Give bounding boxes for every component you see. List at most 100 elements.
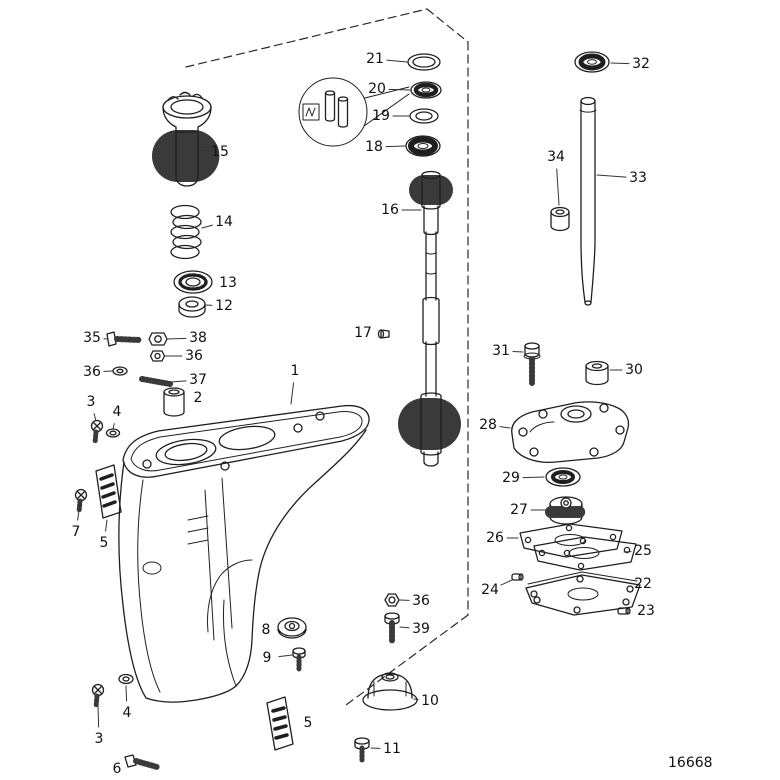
callout-label: 3 (95, 731, 104, 747)
callout-leader-line (500, 579, 513, 586)
callout-leader-line (97, 705, 100, 728)
callout-label: 19 (372, 108, 390, 124)
callout-label: 37 (189, 372, 207, 388)
part-23-dowel-pin (617, 607, 631, 615)
callout-label: 26 (486, 530, 504, 546)
callout-label: 36 (185, 348, 203, 364)
part-28-pump-housing (511, 401, 630, 464)
part-6-bolt (124, 754, 160, 770)
part-38-nut (148, 332, 168, 346)
part-20-oil-seal (410, 81, 442, 99)
part-7-screw (74, 488, 88, 515)
part-33-water-tube (579, 96, 597, 306)
callout-label: 7 (72, 524, 81, 540)
part-25-face-plate (533, 536, 637, 571)
callout-label: 25 (634, 543, 652, 559)
callout-leader-line (112, 423, 115, 430)
callout-label: 17 (354, 325, 372, 341)
callout-label: 18 (365, 139, 383, 155)
part-19-washer (409, 108, 439, 124)
callout-label: 15 (211, 144, 229, 160)
part-5-vent-plate (95, 464, 122, 519)
part-3-screw-lower (91, 683, 105, 710)
needle-bearing-inset (298, 77, 410, 147)
part-16-driveshaft (398, 170, 464, 467)
callout-leader-line (610, 62, 630, 65)
callout-leader-line (596, 174, 627, 178)
part-13-bearing (173, 270, 213, 294)
part-37-stud (139, 376, 173, 387)
part-5-vent-plate-lower (266, 696, 294, 751)
part-17-pin (377, 329, 390, 339)
needle-bearing-symbol (302, 103, 320, 121)
part-22-base-plate (525, 571, 641, 616)
callout-leader-line (385, 145, 406, 148)
callout-label: 1 (291, 363, 300, 379)
callout-label: 36 (83, 364, 101, 380)
callout-leader-line (556, 168, 560, 206)
callout-label: 2 (194, 390, 203, 406)
callout-label: 34 (547, 149, 565, 165)
part-34-bushing (550, 206, 570, 232)
part-4-washer-lower (118, 673, 134, 685)
callout-label: 4 (113, 404, 122, 420)
callout-label: 38 (189, 330, 207, 346)
part-2-bushing (163, 387, 185, 417)
callout-leader-line (167, 337, 187, 340)
callout-label: 22 (634, 576, 652, 592)
callout-leader-line (399, 626, 410, 629)
callout-label: 28 (479, 417, 497, 433)
callout-label: 3 (87, 394, 96, 410)
part-9-screw (292, 647, 306, 672)
callout-leader-line (413, 698, 419, 701)
part-31-bolt (523, 342, 541, 386)
callout-leader-line (125, 685, 128, 702)
part-35-bolt (106, 331, 143, 347)
callout-label: 4 (123, 705, 132, 721)
callout-label: 5 (100, 535, 109, 551)
callout-leader-line (77, 502, 81, 521)
callout-label: 9 (263, 650, 272, 666)
part-4-washer (105, 428, 121, 438)
callout-label: 21 (366, 51, 384, 67)
part-18-bearing (405, 135, 441, 157)
callout-label: 30 (625, 362, 643, 378)
part-8-anode (277, 617, 307, 639)
callout-label: 24 (481, 582, 499, 598)
callout-label: 33 (629, 170, 647, 186)
part-12-nut (178, 296, 206, 318)
callout-label: 14 (215, 214, 233, 230)
part-36-washer (112, 366, 128, 376)
callout-leader-line (105, 519, 108, 532)
callout-label: 29 (502, 470, 520, 486)
callout-leader-line (201, 224, 213, 229)
callout-label: 10 (421, 693, 439, 709)
callout-leader-line (522, 476, 545, 479)
callout-label: 12 (215, 298, 233, 314)
part-36-nut-right (384, 593, 400, 607)
callout-label: 36 (412, 593, 430, 609)
part-39-bolt (384, 612, 400, 644)
callout-label: 6 (113, 761, 122, 777)
part-10-pump-cup (362, 672, 418, 711)
part-29-seal-washer (545, 467, 581, 487)
callout-leader-line (93, 413, 97, 422)
callout-leader-line (388, 88, 411, 91)
callout-label: 8 (262, 622, 271, 638)
callout-label: 23 (637, 603, 655, 619)
part-36-nut (149, 350, 166, 362)
callout-leader-line (386, 59, 408, 63)
part-21-o-ring (407, 53, 441, 71)
part-number: 16668 (668, 755, 713, 771)
part-1-gearcase-housing (118, 404, 370, 703)
callout-label: 11 (383, 741, 401, 757)
callout-label: 27 (510, 502, 528, 518)
callout-leader-line (278, 654, 293, 658)
callout-label: 13 (219, 275, 237, 291)
part-27-impeller (545, 496, 587, 525)
callout-label: 32 (632, 56, 650, 72)
callout-label: 16 (381, 202, 399, 218)
callout-label: 35 (83, 330, 101, 346)
